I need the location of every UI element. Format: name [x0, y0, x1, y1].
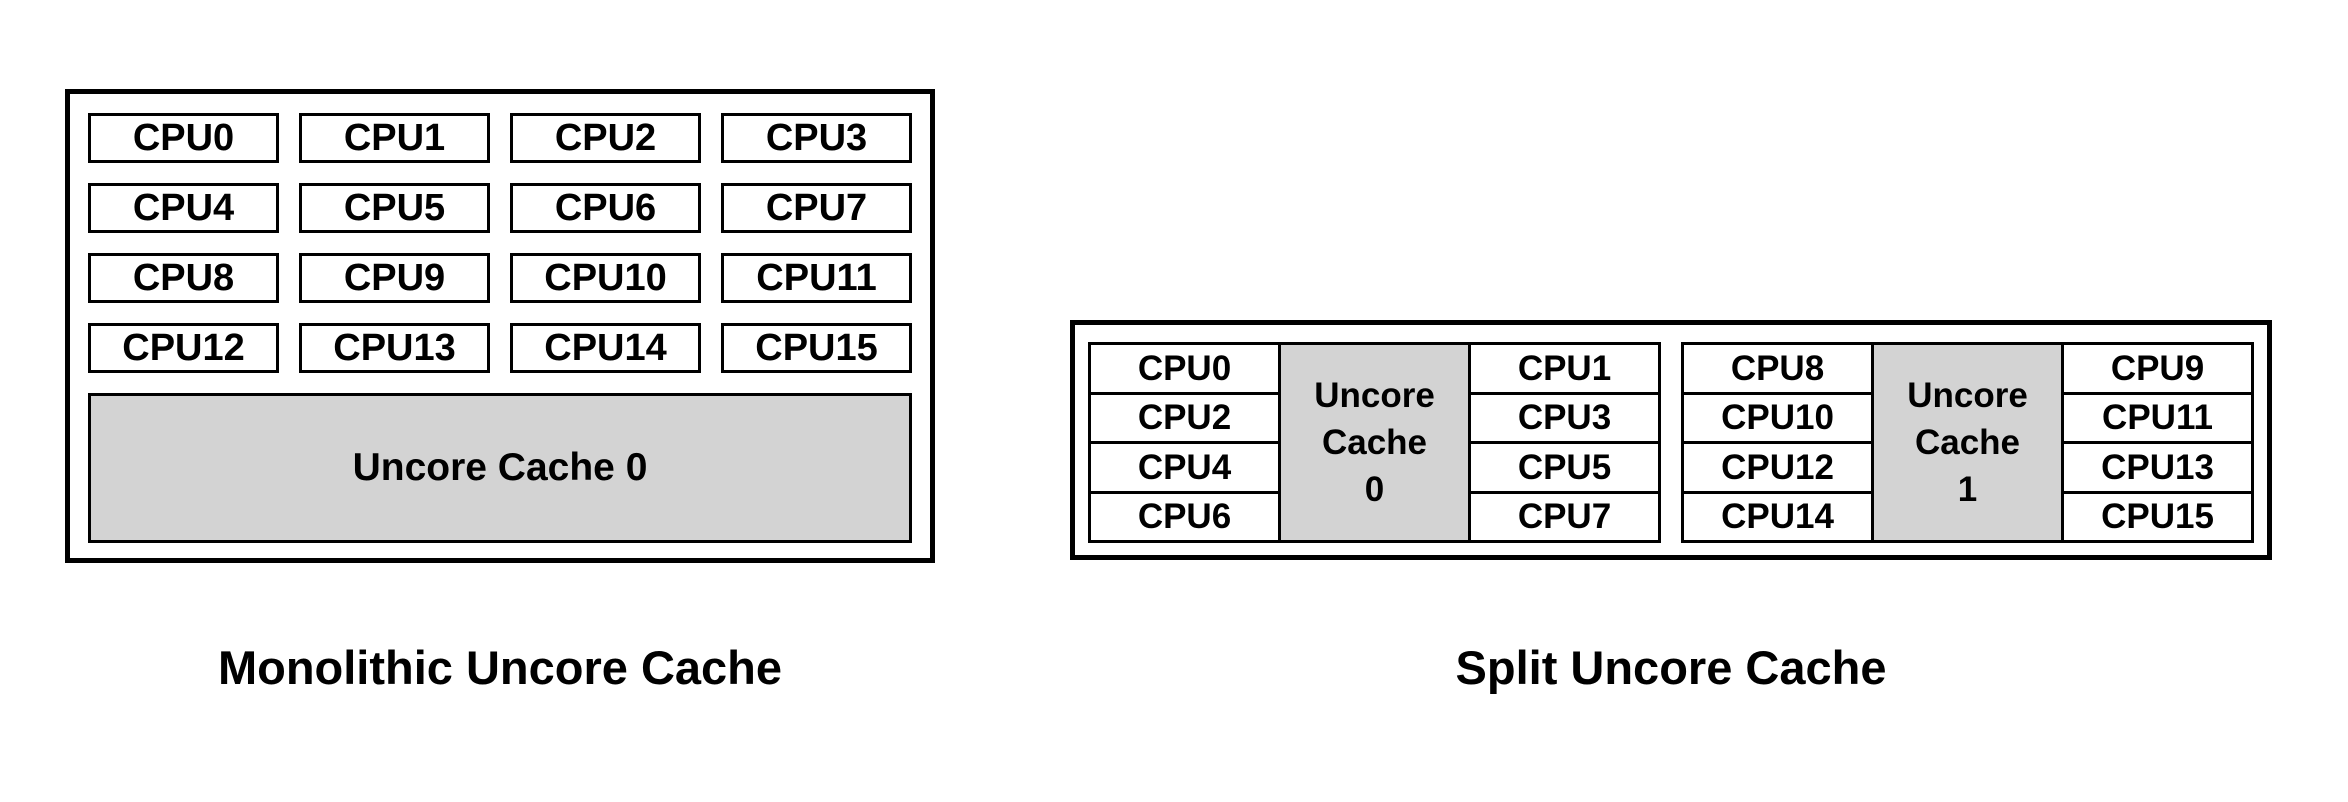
cache-label-line: 0: [1364, 470, 1385, 510]
cpu-box: CPU15: [2064, 493, 2251, 540]
cpu-box: CPU4: [88, 183, 279, 233]
cpu-box: CPU12: [1684, 444, 1871, 491]
uncore-cache-0-box: Uncore Cache 0: [1281, 345, 1468, 540]
monolithic-cpu-grid: CPU0 CPU1 CPU2 CPU3 CPU4 CPU5 CPU6 CPU7 …: [88, 113, 912, 373]
cpu-box: CPU13: [299, 323, 490, 373]
cpu-box: CPU13: [2064, 444, 2251, 491]
cpu-box: CPU2: [1091, 394, 1278, 441]
split-cluster-1: CPU8 CPU10 CPU12 CPU14 Uncore Cache 1 CP…: [1681, 342, 2254, 543]
cpu-box: CPU1: [1471, 345, 1658, 392]
monolithic-caption: Monolithic Uncore Cache: [217, 640, 783, 694]
cache-label-line: Uncore: [1314, 375, 1435, 415]
split-diagram: CPU0 CPU2 CPU4 CPU6 Uncore Cache 0 CPU1 …: [1070, 320, 2272, 560]
cpu-box: CPU0: [1091, 345, 1278, 392]
cpu-box: CPU3: [721, 113, 912, 163]
cache-label-line: Cache: [1321, 422, 1428, 462]
uncore-cache-1-box: Uncore Cache 1: [1874, 345, 2061, 540]
cpu-box: CPU5: [1471, 444, 1658, 491]
cpu-box: CPU3: [1471, 394, 1658, 441]
split-cluster-0: CPU0 CPU2 CPU4 CPU6 Uncore Cache 0 CPU1 …: [1088, 342, 1661, 543]
split-caption: Split Uncore Cache: [1455, 640, 1887, 694]
monolithic-diagram: CPU0 CPU1 CPU2 CPU3 CPU4 CPU5 CPU6 CPU7 …: [65, 89, 935, 563]
cpu-box: CPU5: [299, 183, 490, 233]
cpu-box: CPU7: [721, 183, 912, 233]
cpu-box: CPU6: [1091, 493, 1278, 540]
cpu-box: CPU8: [88, 253, 279, 303]
cpu-box: CPU11: [721, 253, 912, 303]
cpu-box: CPU9: [2064, 345, 2251, 392]
cpu-box: CPU9: [299, 253, 490, 303]
cpu-box: CPU0: [88, 113, 279, 163]
cpu-box: CPU11: [2064, 394, 2251, 441]
cpu-box: CPU8: [1684, 345, 1871, 392]
cpu-box: CPU10: [510, 253, 701, 303]
cpu-box: CPU15: [721, 323, 912, 373]
cache-label-line: Uncore: [1907, 375, 2028, 415]
cpu-box: CPU6: [510, 183, 701, 233]
cpu-box: CPU10: [1684, 394, 1871, 441]
cpu-box: CPU14: [510, 323, 701, 373]
cpu-box: CPU14: [1684, 493, 1871, 540]
cpu-box: CPU12: [88, 323, 279, 373]
uncore-cache-0-box: Uncore Cache 0: [88, 393, 912, 543]
cache-label-line: Cache: [1914, 422, 2021, 462]
cpu-box: CPU1: [299, 113, 490, 163]
cpu-box: CPU7: [1471, 493, 1658, 540]
cpu-box: CPU4: [1091, 444, 1278, 491]
cache-label-line: 1: [1957, 470, 1978, 510]
cpu-box: CPU2: [510, 113, 701, 163]
